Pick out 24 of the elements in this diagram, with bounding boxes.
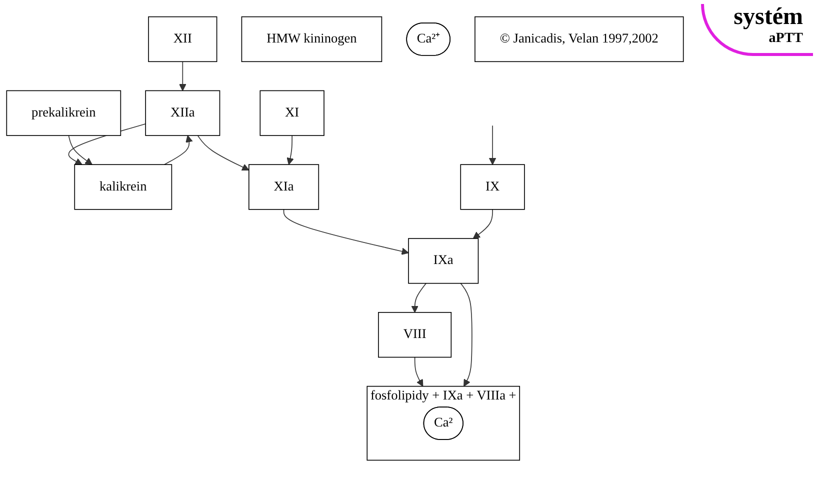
arrow xyxy=(286,135,294,165)
node-box: kalikrein xyxy=(74,164,172,210)
arrow xyxy=(197,135,250,171)
node-box: XIa xyxy=(248,164,320,210)
arrow xyxy=(488,125,496,165)
node-box: XIIa xyxy=(145,90,220,136)
node-box: prekalikrein xyxy=(6,90,122,136)
arrow xyxy=(68,135,92,165)
node-box: VIII xyxy=(378,312,452,358)
arrow xyxy=(460,282,472,387)
arrow xyxy=(283,209,409,255)
node-box: IXa xyxy=(408,238,479,284)
arrow xyxy=(414,356,424,387)
node-box: XI xyxy=(260,90,324,136)
arrow xyxy=(411,282,426,313)
arrow xyxy=(472,209,493,239)
node-box: XII xyxy=(148,16,218,62)
arrow xyxy=(164,135,193,165)
system-label: aPTT xyxy=(768,31,803,47)
node-box: IX xyxy=(460,164,525,210)
node-box: © Janicadis, Velan 1997,2002 xyxy=(474,16,684,62)
system-label: systém xyxy=(734,4,803,31)
arrow xyxy=(179,61,186,92)
node-box: HMW kininogen xyxy=(241,16,382,62)
